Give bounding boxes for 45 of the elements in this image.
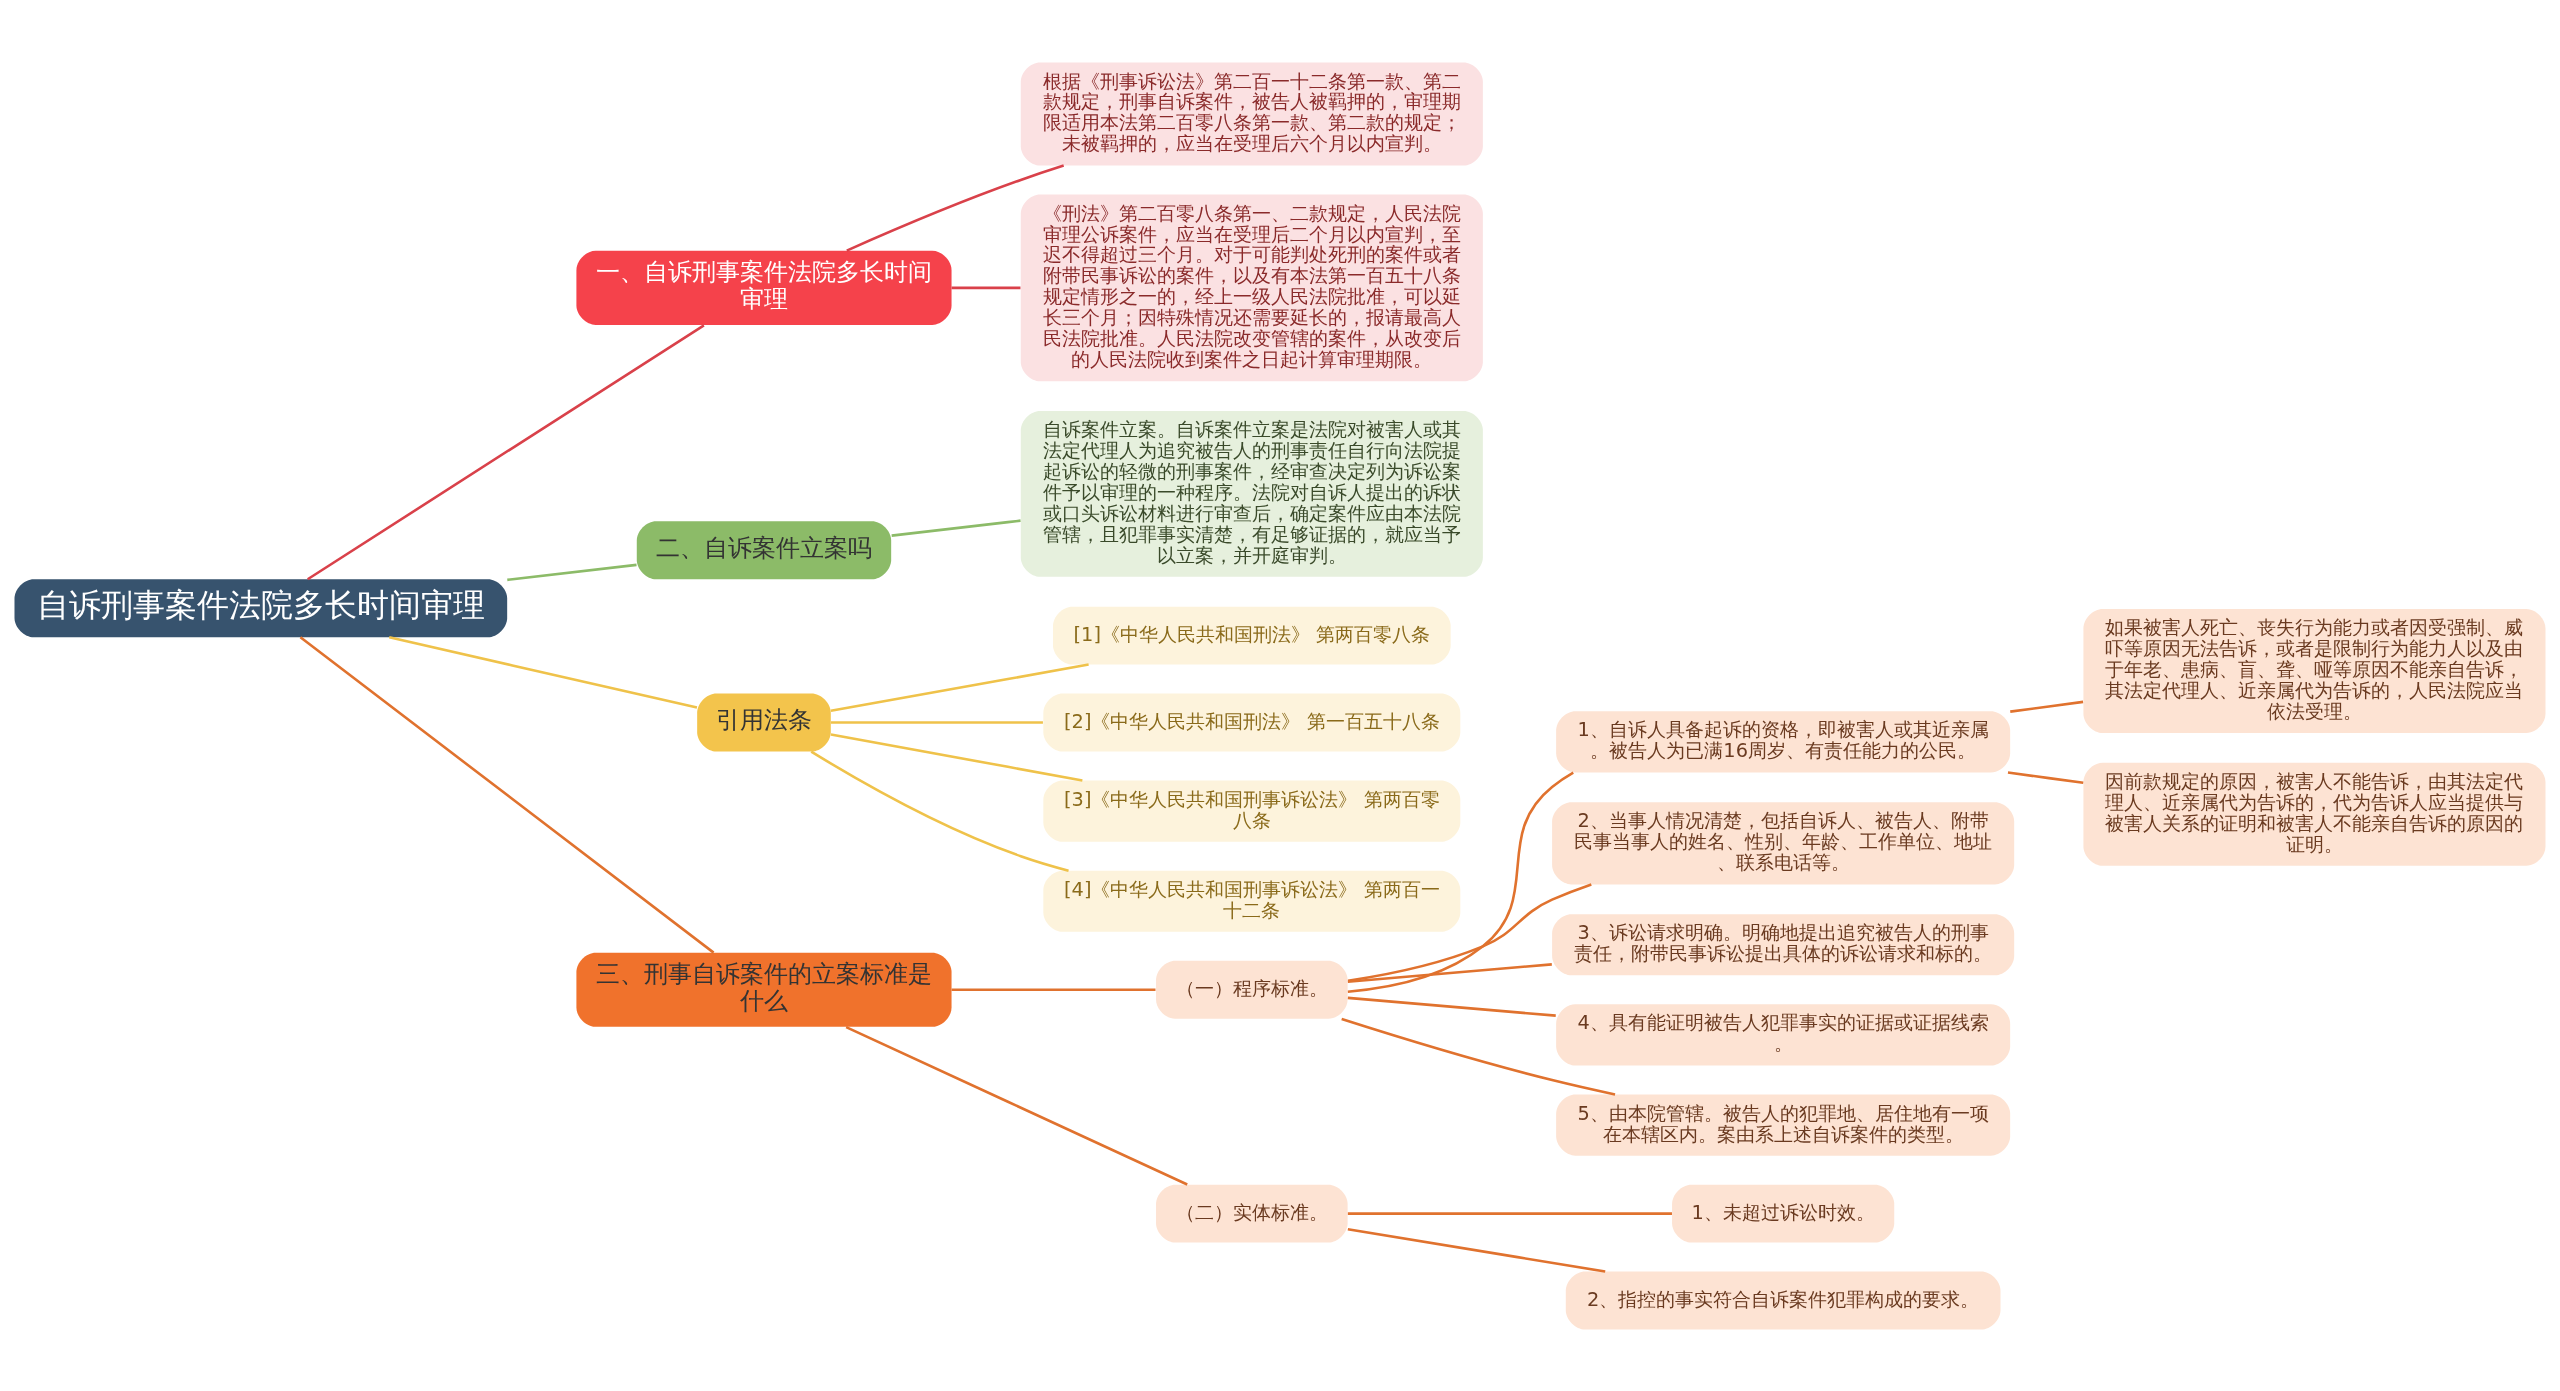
connector	[845, 1025, 1188, 1186]
node-box: 根据《刑事诉讼法》第二百一十二条第一款、第二款规定，刑事自诉案件，被告人被羁押的，审理期限适用本法第二百零八条第一款、第二款的规定；未被羁押的，应当在受理后六个月以内宣判。	[1020, 61, 1483, 165]
node-box: 1、未超过诉讼时效。	[1672, 1184, 1895, 1243]
node-box: [1]《中华人民共和国刑法》 第两百零八条	[1053, 606, 1451, 665]
connector	[891, 518, 1021, 537]
node-box: 自诉刑事案件法院多长时间审理	[14, 578, 508, 637]
connector	[307, 323, 705, 580]
connector	[830, 720, 1043, 724]
node-box: 如果被害人死亡、丧失行为能力或者因受强制、威吓等原因无法告诉，或者是限制行为能力人以及由于年老、患病、盲、聋、哑等原因不能亲自告诉，其法定代理人、近亲属代为告诉的，人民法院应当依法受理。	[2083, 608, 2546, 733]
node-box: 4、具有能证明被告人犯罪事实的证据或证据线索。	[1556, 1003, 2011, 1065]
connector	[1347, 882, 1592, 982]
node-box: （一）程序标准。	[1156, 960, 1348, 1019]
connector	[2010, 700, 2084, 713]
connector	[1347, 1227, 1606, 1273]
node-box: [4]《中华人民共和国刑事诉讼法》 第两百一十二条	[1043, 870, 1461, 932]
connector	[846, 163, 1065, 252]
node-box: 引用法条	[697, 693, 831, 752]
connector	[388, 635, 698, 709]
node-box: 1、自诉人具备起诉的资格，即被害人或其近亲属。被告人为已满16周岁、有责任能力的公民。	[1556, 710, 2011, 772]
node-box: 2、当事人情况清楚，包括自诉人、被告人、附带民事当事人的姓名、性别、年龄、工作单位、地址、联系电话等。	[1552, 801, 2015, 884]
node-box: 二、自诉案件立案吗	[636, 520, 892, 579]
connector	[810, 750, 1069, 872]
node-box: 《刑法》第二百零八条第一、二款规定，人民法院审理公诉案件，应当在受理后二个月以内宣判，至迟不得超过三个月。对于可能判处死刑的案件或者附带民事诉讼的案件，以及有本法第一百五十八条规定情形之一的，经上一级人民法院批准，可以延长三个月；因特殊情况还需要延长的，报请最高人民法院批准。人民法院改变管辖的案件，从改变后的人民法院收到案件之日起计算审理期限。	[1020, 193, 1483, 381]
connector	[830, 732, 1083, 782]
node-box: 自诉案件立案。自诉案件立案是法院对被害人或其法定代理人为追究被告人的刑事责任自行向法院提起诉讼的轻微的刑事案件，经审查决定列为诉讼案件予以审理的一种程序。法院对自诉人提出的诉状或口头诉讼材料进行审查后，确定案件应由本法院管辖，且犯罪事实清楚，有足够证据的，就应当予以立案，并开庭审判。	[1020, 410, 1483, 577]
connector	[951, 286, 1021, 289]
connector	[1347, 771, 1574, 993]
connector	[1347, 1211, 1672, 1215]
node-box: 2、指控的事实符合自诉案件犯罪构成的要求。	[1565, 1271, 2001, 1330]
node-box: 3、诉讼请求明确。明确地提出追究被告人的刑事责任，附带民事诉讼提出具体的诉讼请求和标的。	[1552, 913, 2015, 975]
node-box: （二）实体标准。	[1156, 1184, 1348, 1243]
node-box: 因前款规定的原因，被害人不能告诉，由其法定代理人、近亲属代为告诉的，代为告诉人应当提供与被害人关系的证明和被害人不能亲自告诉的原因的证明。	[2083, 762, 2546, 866]
connector	[1347, 962, 1552, 983]
node-box: 5、由本院管辖。被告人的犯罪地、居住地有一项在本辖区内。案由系上述自诉案件的类型。	[1556, 1094, 2011, 1156]
connector	[830, 662, 1089, 712]
connector	[951, 988, 1156, 991]
connector	[2007, 770, 2084, 784]
node-box: [3]《中华人民共和国刑事诉讼法》 第两百零八条	[1043, 780, 1461, 842]
node-box: 三、刑事自诉案件的立案标准是什么	[576, 952, 952, 1027]
node-box: [2]《中华人民共和国刑法》 第一百五十八条	[1043, 693, 1461, 752]
connector	[1347, 996, 1556, 1017]
node-box: 一、自诉刑事案件法院多长时间审理	[576, 250, 952, 325]
connector	[1341, 1017, 1616, 1096]
connector	[507, 563, 637, 581]
connector	[299, 635, 715, 954]
